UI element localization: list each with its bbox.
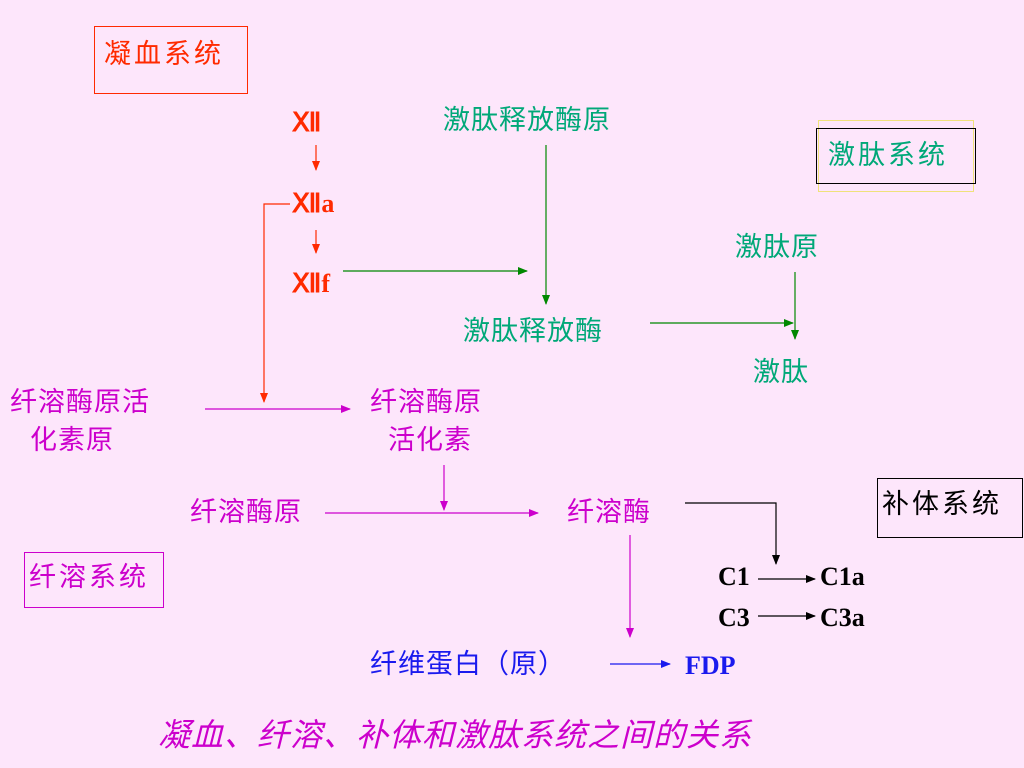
arrow-xiia-to-activation: [260, 203, 290, 403]
plasminogen-proactivator-line2: 化素原: [30, 425, 114, 456]
kinin-system-box: [816, 128, 976, 184]
plasminogen-activator-line1: 纤溶酶原: [370, 387, 482, 418]
plasminogen-label: 纤溶酶原: [190, 497, 302, 528]
kallikrein-label: 激肽释放酶: [463, 316, 603, 347]
c3-label: C3: [718, 603, 750, 632]
kinin-system-label: 激肽系统: [828, 140, 948, 171]
c1-label: C1: [718, 562, 750, 591]
kininogen-label: 激肽原: [735, 232, 819, 263]
complement-system-label: 补体系统: [882, 489, 1002, 520]
kinin-system-box-outer: [818, 120, 974, 192]
fibrin-label: 纤维蛋白（原）: [370, 649, 566, 680]
fdp-label: FDP: [685, 651, 736, 680]
kinin-label: 激肽: [753, 357, 809, 388]
prekallikrein-label: 激肽释放酶原: [443, 105, 611, 136]
factor-xiia-label: Ⅻa: [292, 189, 335, 218]
factor-xiif-label: Ⅻf: [292, 269, 331, 298]
plasminogen-proactivator-line1: 纤溶酶原活: [10, 387, 150, 418]
plasminogen-activator-line2: 活化素: [388, 425, 472, 456]
coagulation-system-box: [94, 26, 248, 94]
diagram-caption: 凝血、纤溶、补体和激肽系统之间的关系: [158, 716, 753, 754]
complement-system-box: [877, 478, 1023, 538]
factor-xii-label: Ⅻ: [292, 108, 322, 137]
c3a-label: C3a: [820, 603, 865, 632]
plasmin-label: 纤溶酶: [567, 497, 651, 528]
coagulation-system-label: 凝血系统: [104, 39, 224, 70]
fibrinolysis-system-label: 纤溶系统: [29, 562, 149, 593]
arrow-plasmin-to-complement: [685, 502, 780, 565]
c1a-label: C1a: [820, 562, 865, 591]
fibrinolysis-system-box: [24, 552, 164, 608]
